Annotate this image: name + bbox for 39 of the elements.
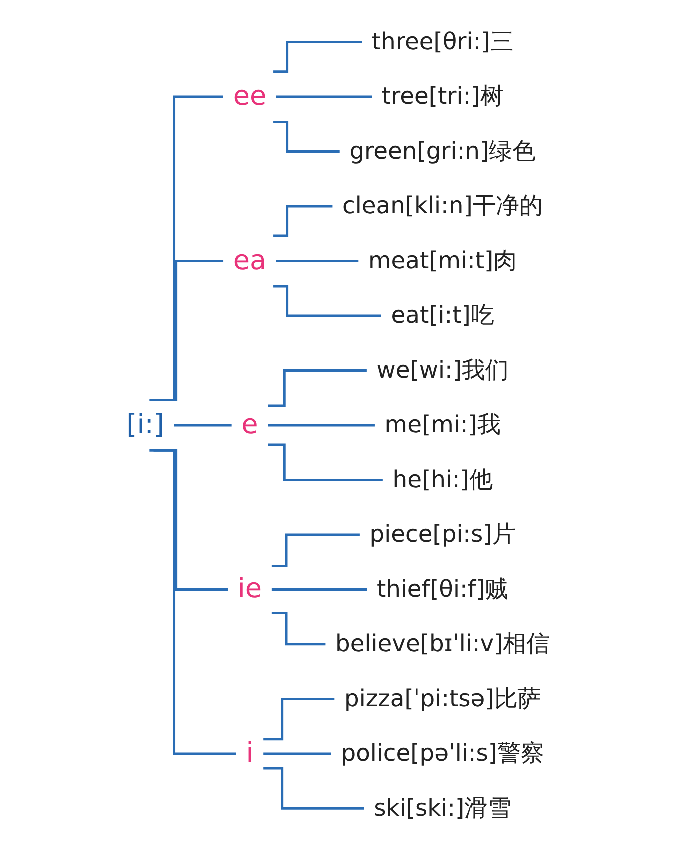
word-entry: green[gri:n]绿色 <box>349 138 536 166</box>
word-entry: tree[tri:]树 <box>382 83 504 110</box>
connector-line <box>272 588 367 591</box>
spelling-label: ea <box>233 246 266 277</box>
word-entry: police[pəˈli:s]警察 <box>340 740 544 768</box>
word-entry: pizza[ˈpi:tsə]比萨 <box>344 685 541 712</box>
word-entry: believe[bɪˈli:v]相信 <box>335 630 550 658</box>
spelling-label: e <box>241 410 258 441</box>
connector-line <box>273 41 362 74</box>
spelling-label: i <box>246 738 254 770</box>
word-entry: eat[i:t]吃 <box>390 302 494 330</box>
word-entry: three[θri:]三 <box>372 28 514 56</box>
connector-line <box>273 205 332 238</box>
connector-line <box>273 121 340 154</box>
word-entry: piece[pi:s]片 <box>370 521 516 548</box>
word-entry: thief[θi:f]贼 <box>376 576 508 603</box>
word-entry: clean[kli:n]干净的 <box>342 192 543 220</box>
word-entry: he[hi:]他 <box>392 466 492 494</box>
connector-line <box>276 96 372 98</box>
connector-line <box>174 424 232 427</box>
word-entry: ski[ski:]滑雪 <box>374 794 512 822</box>
connector-line <box>149 96 224 402</box>
connector-line <box>263 767 364 810</box>
connector-line <box>268 370 367 408</box>
connector-line <box>263 752 332 756</box>
connector-line <box>272 612 326 646</box>
word-entry: we[wi:]我们 <box>376 356 508 384</box>
spelling-label: ie <box>238 574 262 606</box>
connector-line <box>149 450 236 756</box>
root-sound-label: [i:] <box>126 410 164 441</box>
word-entry: me[mi:]我 <box>384 412 500 439</box>
connector-line <box>263 698 334 741</box>
connector-line <box>273 285 382 318</box>
word-entry: meat[mi:t]肉 <box>368 247 517 274</box>
connector-line <box>268 444 383 482</box>
connector-line <box>272 534 360 568</box>
spelling-label: ee <box>233 82 266 112</box>
connector-line <box>276 260 358 262</box>
connector-line <box>268 424 375 427</box>
